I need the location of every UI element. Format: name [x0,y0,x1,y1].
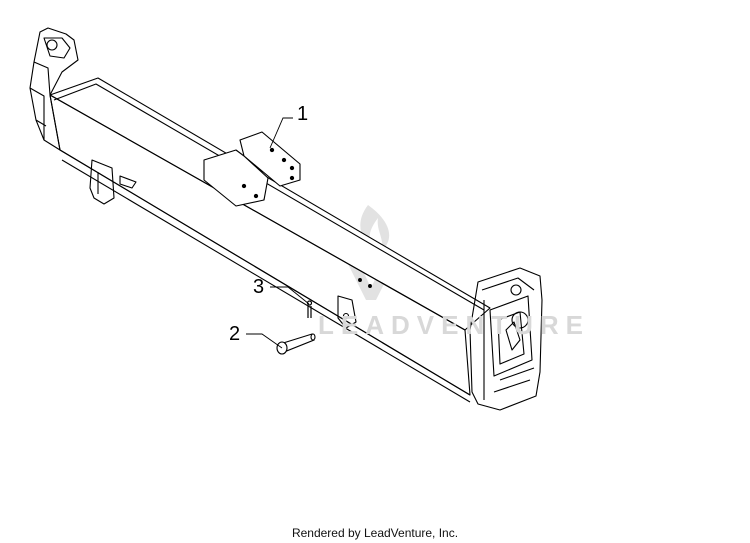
render-credit-footer: Rendered by LeadVenture, Inc. [291,526,459,540]
part-1-mounting-bracket [203,131,301,207]
callout-number-1: 1 [297,103,309,125]
callout-number-3: 3 [253,276,265,298]
leader-line-1 [269,117,293,149]
leader-line-2 [246,333,283,349]
leader-line-3 [270,286,310,305]
callout-number-2: 2 [229,323,241,345]
frame-beam [29,27,543,411]
leader-lines [246,117,310,349]
watermark-text: LEADVENTURE [318,310,591,340]
part-2-clevis-pin [276,333,316,355]
